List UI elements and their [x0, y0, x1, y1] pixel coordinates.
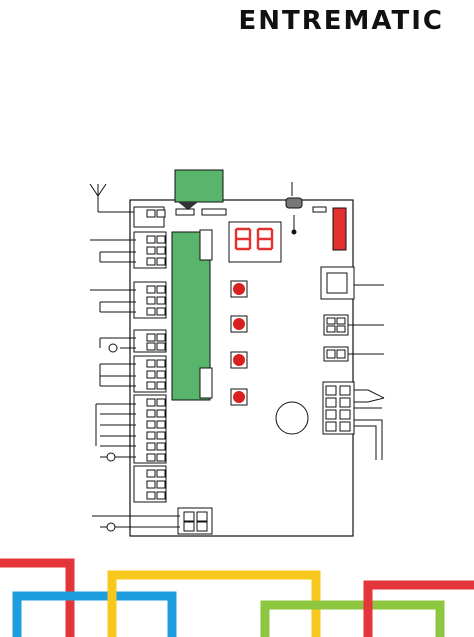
connector-3pin [175, 208, 195, 216]
stripe-red-right [363, 580, 474, 637]
push-buttons [230, 280, 248, 406]
lamp-icon [106, 343, 118, 532]
top-module [174, 169, 224, 203]
module-connector-bottom [199, 367, 213, 399]
push-button-2[interactable] [233, 318, 245, 330]
connector-5pin [201, 208, 227, 216]
red-header [332, 207, 347, 251]
module-connector-top [199, 229, 213, 261]
stripe-red-left [0, 558, 75, 637]
usb-icon [285, 182, 303, 235]
terminal-screws [146, 209, 208, 532]
push-button-4[interactable] [233, 391, 245, 403]
display-digits [234, 227, 274, 251]
right-connector-1 [323, 314, 384, 336]
right-connector-block [322, 381, 385, 460]
right-connector-2 [323, 346, 384, 362]
brand-stripes [0, 558, 474, 637]
antenna-icon [89, 183, 136, 213]
buzzer-icon [275, 401, 309, 435]
stripe-green [260, 600, 445, 637]
push-button-1[interactable] [233, 283, 245, 295]
module-arrow [178, 202, 198, 210]
stripe-blue [12, 591, 177, 637]
rj-connector [320, 266, 384, 300]
push-button-3[interactable] [233, 354, 245, 366]
jumper [312, 206, 327, 213]
brand-logo: ENTREMATIC [238, 6, 444, 36]
left-wiring [90, 239, 180, 528]
